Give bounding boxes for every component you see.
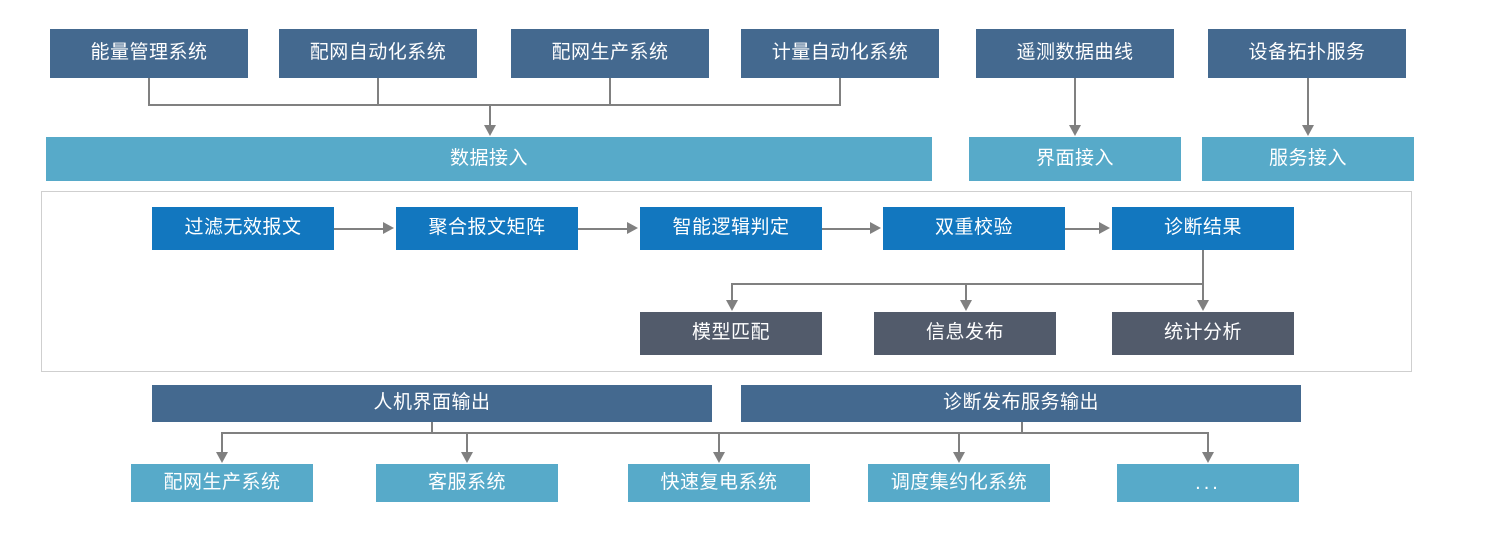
arrow-result-to-model-match bbox=[726, 300, 738, 311]
process-box-diagnosis-result[interactable]: 诊断结果 bbox=[1112, 207, 1294, 250]
connector-hmi-drop bbox=[431, 422, 433, 433]
access-box-ui-access[interactable]: 界面接入 bbox=[969, 137, 1181, 181]
connector-result-branch-3 bbox=[1202, 283, 1204, 301]
output-box-diagnosis-publish-service-output[interactable]: 诊断发布服务输出 bbox=[741, 385, 1301, 422]
connector-consumer-bus bbox=[221, 432, 1208, 434]
connector-pipeline-4 bbox=[1065, 228, 1100, 230]
connector-consumer-branch-2 bbox=[466, 432, 468, 453]
process-box-filter-invalid-messages[interactable]: 过滤无效报文 bbox=[152, 207, 334, 250]
access-box-data-access[interactable]: 数据接入 bbox=[46, 137, 932, 181]
arrow-pipeline-1 bbox=[383, 222, 394, 234]
consumer-box-distribution-production-system[interactable]: 配网生产系统 bbox=[131, 464, 313, 502]
connector-source-bus-drop bbox=[489, 104, 491, 126]
arrow-sources-to-data-access bbox=[484, 125, 496, 136]
consumer-box-fast-restoration-system[interactable]: 快速复电系统 bbox=[628, 464, 810, 502]
process-box-intelligent-logic-decision[interactable]: 智能逻辑判定 bbox=[640, 207, 822, 250]
arrow-to-dispatch-intensive-system bbox=[953, 452, 965, 463]
result-box-model-matching[interactable]: 模型匹配 bbox=[640, 312, 822, 355]
output-box-hmi-output[interactable]: 人机界面输出 bbox=[152, 385, 712, 422]
connector-source-stub-3 bbox=[609, 78, 611, 105]
source-box-metering-automation[interactable]: 计量自动化系统 bbox=[741, 29, 939, 78]
connector-pipeline-2 bbox=[578, 228, 628, 230]
consumer-box-more-systems[interactable]: ... bbox=[1117, 464, 1299, 502]
arrow-to-other-systems bbox=[1202, 452, 1214, 463]
arrow-topology-to-service-access bbox=[1302, 125, 1314, 136]
arrow-result-to-info-publish bbox=[960, 300, 972, 311]
arrow-to-customer-service-system bbox=[461, 452, 473, 463]
result-box-information-publishing[interactable]: 信息发布 bbox=[874, 312, 1056, 355]
arrow-telemetry-to-ui-access bbox=[1069, 125, 1081, 136]
connector-source-stub-4 bbox=[839, 78, 841, 105]
connector-source-stub-1 bbox=[148, 78, 150, 105]
connector-service-drop bbox=[1021, 422, 1023, 433]
connector-pipeline-3 bbox=[822, 228, 871, 230]
consumer-box-customer-service-system[interactable]: 客服系统 bbox=[376, 464, 558, 502]
connector-pipeline-1 bbox=[334, 228, 384, 230]
access-box-service-access[interactable]: 服务接入 bbox=[1202, 137, 1414, 181]
arrow-pipeline-4 bbox=[1099, 222, 1110, 234]
connector-result-bus bbox=[731, 283, 1203, 285]
source-box-distribution-production[interactable]: 配网生产系统 bbox=[511, 29, 709, 78]
source-box-energy-management[interactable]: 能量管理系统 bbox=[50, 29, 248, 78]
process-box-dual-verification[interactable]: 双重校验 bbox=[883, 207, 1065, 250]
connector-consumer-branch-1 bbox=[221, 432, 223, 453]
arrow-pipeline-2 bbox=[627, 222, 638, 234]
source-box-device-topology-service[interactable]: 设备拓扑服务 bbox=[1208, 29, 1406, 78]
consumer-box-dispatch-intensive-system[interactable]: 调度集约化系统 bbox=[868, 464, 1050, 502]
connector-telemetry-drop bbox=[1074, 78, 1076, 126]
arrow-result-to-statistics bbox=[1197, 300, 1209, 311]
arrow-to-fast-restoration-system bbox=[713, 452, 725, 463]
process-box-aggregate-message-matrix[interactable]: 聚合报文矩阵 bbox=[396, 207, 578, 250]
connector-consumer-branch-4 bbox=[958, 432, 960, 453]
connector-consumer-branch-3 bbox=[718, 432, 720, 453]
connector-topology-drop bbox=[1307, 78, 1309, 126]
processing-panel bbox=[41, 191, 1412, 372]
connector-source-bus bbox=[148, 104, 841, 106]
arrow-to-distribution-production-system bbox=[216, 452, 228, 463]
connector-consumer-branch-5 bbox=[1207, 432, 1209, 453]
source-box-telemetry-curve[interactable]: 遥测数据曲线 bbox=[976, 29, 1174, 78]
connector-result-branch-1 bbox=[731, 283, 733, 301]
connector-result-drop bbox=[1202, 250, 1204, 284]
result-box-statistical-analysis[interactable]: 统计分析 bbox=[1112, 312, 1294, 355]
connector-source-stub-2 bbox=[377, 78, 379, 105]
arrow-pipeline-3 bbox=[870, 222, 881, 234]
source-box-distribution-automation[interactable]: 配网自动化系统 bbox=[279, 29, 477, 78]
connector-result-branch-2 bbox=[965, 283, 967, 301]
